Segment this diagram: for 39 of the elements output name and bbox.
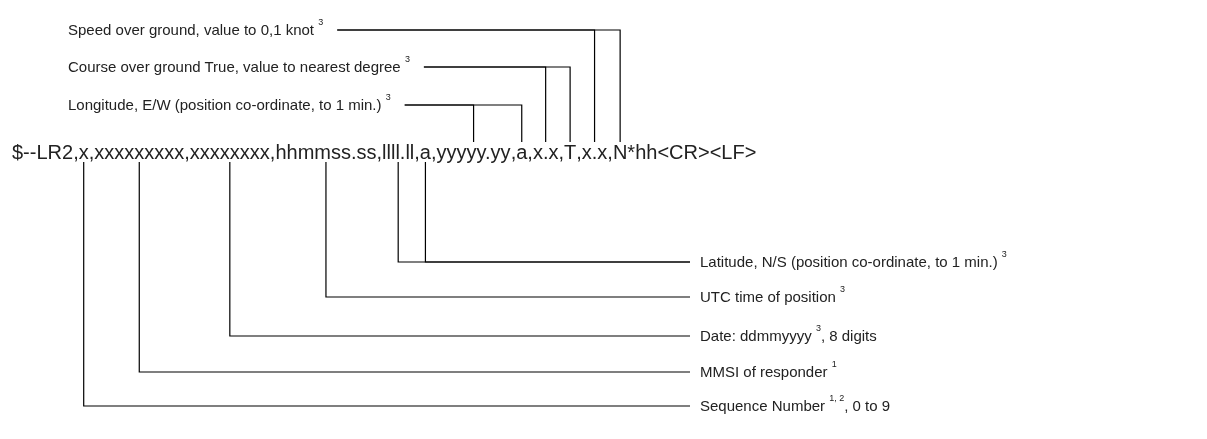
leader-line (229, 161, 691, 337)
sentence-field: x (78, 142, 89, 162)
field-description: MMSI of responder $^{1}$ (690, 361, 837, 383)
field-description: Latitude, N/S (position co-ordinate, to 1 min.) $^{3}$ (690, 251, 1007, 273)
field-description: Sequence Number $^{1, 2}$, 0 to 9 (690, 395, 891, 417)
field-description: UTC time of position $^{3}$ (690, 286, 846, 308)
leader-line (404, 104, 523, 143)
sentence-field: a (516, 142, 528, 162)
sentence-field: xxxxxxxx (189, 142, 270, 162)
sentence-separator: , (269, 142, 276, 162)
field-description: Date: ddmmyyyy $^{3}$, 8 digits (690, 325, 877, 347)
field-description: Speed over ground, value to 0,1 knot $^{3}$ (68, 19, 338, 41)
sentence-field: x.x (532, 142, 559, 162)
sentence-separator: *hh<CR><LF> (627, 142, 757, 162)
leader-line (325, 161, 691, 298)
leader-line (83, 161, 691, 407)
sentence-field: hhmmss.ss (275, 142, 377, 162)
sentence-separator: , (607, 142, 613, 162)
sentence-separator: , (414, 142, 420, 162)
sentence-field: xxxxxxxxx (94, 142, 185, 162)
sentence-separator: , (558, 142, 564, 162)
sentence-separator: , (431, 142, 437, 162)
sentence-field: a (419, 142, 431, 162)
sentence-field: N (612, 142, 628, 162)
sentence-separator: $--LR2, (12, 142, 79, 162)
field-description: Course over ground True, value to nearest degree $^{3}$ (68, 56, 424, 78)
sentence-separator: , (576, 142, 582, 162)
leader-line (138, 161, 691, 373)
sentence-separator: , (88, 142, 95, 162)
sentence-field: x.x (581, 142, 608, 162)
leader-line (423, 66, 571, 143)
sentence-field: yyyyy.yy (436, 142, 511, 162)
sentence-separator: , (376, 142, 383, 162)
field-description: Longitude, E/W (position co-ordinate, to 1 min.) $^{3}$ (68, 94, 405, 116)
sentence-separator: , (527, 142, 533, 162)
sentence-field: llll.ll (382, 142, 415, 162)
sentence-separator: , (510, 142, 517, 162)
sentence-separator: , (184, 142, 190, 162)
sentence-field: T (564, 142, 577, 162)
